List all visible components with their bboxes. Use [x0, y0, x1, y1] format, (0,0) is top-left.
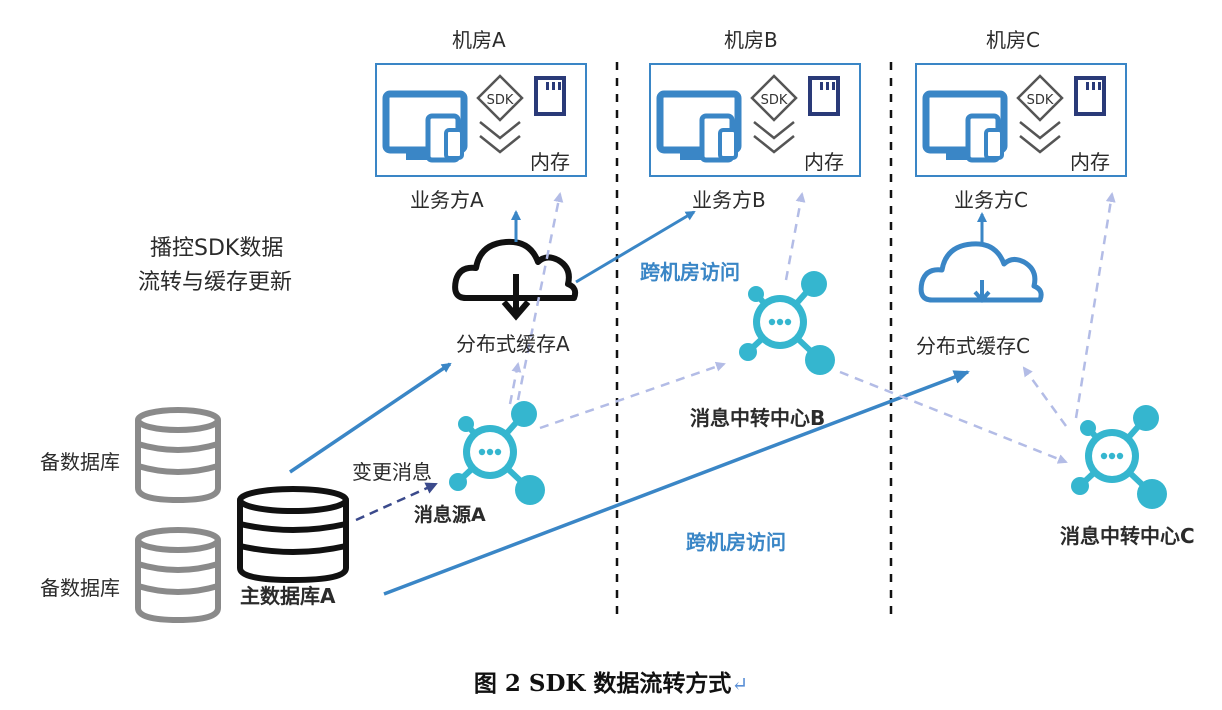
sdk-label-a: SDK [487, 93, 514, 108]
backup-db-label-2: 备数据库 [40, 576, 120, 600]
room-title-c: 机房C [986, 28, 1040, 52]
room-title-b: 机房B [724, 28, 778, 52]
business-party-a: 业务方A [410, 188, 484, 212]
relay-b-label: 消息中转中心B [690, 406, 826, 430]
side-title-line2: 流转与缓存更新 [138, 270, 293, 295]
relay-center-c-icon [1071, 405, 1167, 509]
dash-relay-c-to-cache-c [1022, 366, 1068, 427]
dash-relay-b-to-party-b [784, 192, 806, 281]
sdk-label-b: SDK [761, 93, 788, 108]
memory-label-c: 内存 [1070, 150, 1110, 174]
business-party-b: 业务方B [692, 188, 766, 212]
cache-a-label: 分布式缓存A [456, 332, 570, 356]
cross-room-label-top: 跨机房访问 [640, 260, 740, 284]
dash-source-to-relay-b [539, 361, 726, 430]
dash-relay-b-to-relay-c [839, 370, 1068, 464]
backup-db-2-icon [138, 530, 218, 620]
relay-center-b-icon [739, 271, 835, 375]
change-message-label: 变更消息 [352, 460, 432, 484]
backup-db-1-icon [138, 410, 218, 500]
business-party-c: 业务方C [954, 188, 1028, 212]
dash-relay-c-to-party-c [1074, 192, 1116, 419]
caption-text: 图 2 SDK 数据流转方式 [473, 670, 732, 697]
message-source-label: 消息源A [414, 504, 486, 526]
backup-db-label-1: 备数据库 [40, 450, 120, 474]
sdk-label-c: SDK [1027, 93, 1054, 108]
message-source-a-icon [449, 401, 545, 505]
arrow-maindb-to-cache-c [383, 370, 970, 596]
side-title-line1: 播控SDK数据 [150, 236, 284, 261]
cloud-a-icon [452, 238, 579, 321]
memory-label-a: 内存 [530, 150, 570, 174]
arrow-maindb-to-cache-a [289, 362, 452, 474]
cross-room-label-bottom: 跨机房访问 [686, 530, 786, 554]
main-db-label: 主数据库A [240, 584, 336, 608]
main-db-icon [237, 486, 349, 584]
return-mark-icon: ↵ [731, 672, 749, 696]
figure-caption: 图 2 SDK 数据流转方式↵ [0, 664, 1222, 698]
relay-c-label: 消息中转中心C [1060, 524, 1195, 548]
cloud-c-icon [918, 241, 1044, 304]
memory-label-b: 内存 [804, 150, 844, 174]
dash-source-to-cache-a [508, 362, 522, 405]
arrow-cache-a-to-party-b [575, 210, 696, 284]
dash-source-to-party-a [516, 192, 564, 401]
room-title-a: 机房A [452, 28, 506, 52]
cache-c-label: 分布式缓存C [916, 334, 1030, 358]
